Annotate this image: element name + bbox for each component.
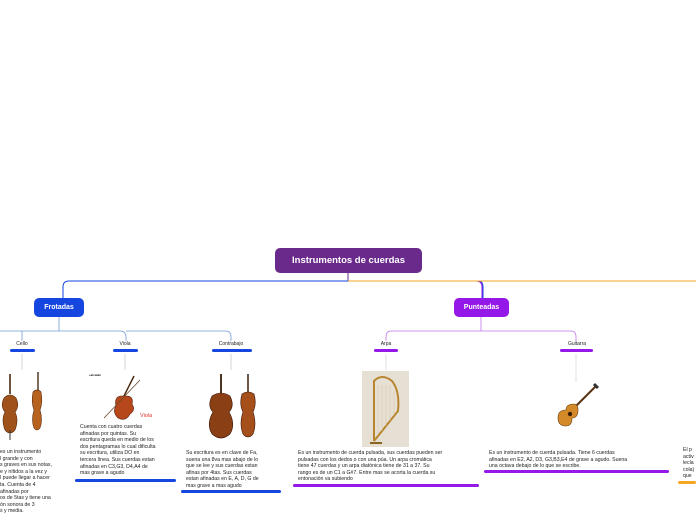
description-line: lecla <box>683 460 696 467</box>
description-line: pulsadas con los dedos o con una púa. Un… <box>298 457 480 464</box>
contrabajo-side-icon <box>241 374 256 437</box>
cello-underline <box>10 349 35 352</box>
description-line: Es un instrumento de cuerda pulsada. Tie… <box>489 450 669 457</box>
description-line: que <box>683 473 696 480</box>
cello-description: es un instrumento l grande y con s grave… <box>0 449 66 515</box>
cello-side-icon <box>32 372 42 430</box>
description-line: mas grave a agudo <box>80 470 176 477</box>
description-line: Cuenta con cuatro cuerdas <box>80 424 176 431</box>
viola-image-caption: Viola <box>140 413 152 419</box>
guitarra-description: Es un instrumento de cuerda pulsada. Tie… <box>489 450 669 470</box>
frotadas-children-connector <box>0 331 231 341</box>
viola-label[interactable]: Viola <box>111 341 139 347</box>
description-line: Es un instrumento de cuerda pulsada, sus… <box>298 450 480 457</box>
description-line: una octava debajo de lo que se escribe. <box>489 463 669 470</box>
punteadas-node[interactable]: Punteadas <box>454 298 509 317</box>
punteadas-children-connector <box>386 317 576 341</box>
description-line: afinadas por quintas. Su <box>80 431 176 438</box>
description-line: estan afinadas en E, A, D, G de <box>186 476 282 483</box>
description-line: dos pentagramas lo cual dificulta <box>80 444 176 451</box>
description-line: ón sonora de 3 <box>0 502 66 509</box>
offscreen-description-bar <box>678 481 696 484</box>
viola-description-bar <box>75 479 176 482</box>
description-line: mas grave a mas agudo <box>186 483 282 490</box>
description-line: os de 5tas y tiene una <box>0 495 66 502</box>
contrabajo-label[interactable]: Contrabajo <box>210 341 252 347</box>
description-line: s graves en sus notas, <box>0 462 66 469</box>
description-line: escritura queda en medio de los <box>80 437 176 444</box>
cello-front-icon <box>2 374 18 440</box>
root-node[interactable]: Instrumentos de cuerdas <box>275 248 422 273</box>
description-line: su escritura, utiliza DO en <box>80 450 176 457</box>
description-line: entonación va subiendo <box>298 476 480 483</box>
description-line: afinadas en C3,G3, D4,A4 de <box>80 464 176 471</box>
description-line: cola) <box>683 467 696 474</box>
description-line: El p <box>683 447 696 454</box>
guitarra-label[interactable]: Guitarra <box>560 341 594 347</box>
contrabajo-image <box>204 372 260 444</box>
description-line: afinas por 4tas. Sus cuerdas <box>186 470 282 477</box>
arpa-underline <box>374 349 398 352</box>
guitarra-underline <box>560 349 593 352</box>
cello-label[interactable]: Cello <box>8 341 36 347</box>
arpa-image <box>362 371 409 447</box>
guitarra-description-bar <box>484 470 669 473</box>
description-line: e y nítidos a la vez y <box>0 469 66 476</box>
description-line: afinadas por <box>0 489 66 496</box>
offscreen-description: El p activ lecla cola) que <box>683 447 696 480</box>
description-line: l puede llegar a hacer <box>0 475 66 482</box>
description-line: s y media. <box>0 508 66 515</box>
description-line: l grande y con <box>0 456 66 463</box>
contrabajo-front-icon <box>209 374 233 438</box>
description-line: ta. Cuenta de 4 <box>0 482 66 489</box>
description-line: es un instrumento <box>0 449 66 456</box>
frotadas-node[interactable]: Frotadas <box>34 298 84 317</box>
description-line: rango es de un C1 a G#7. Entre mas se ac… <box>298 470 480 477</box>
contrabajo-description-bar <box>181 490 281 493</box>
viola-underline <box>113 349 138 352</box>
contrabajo-underline <box>212 349 252 352</box>
description-line: que se lee y sus cuerdas estan <box>186 463 282 470</box>
arpa-description: Es un instrumento de cuerda pulsada, sus… <box>298 450 480 483</box>
frotadas-connector <box>63 281 483 298</box>
viola-icon <box>104 376 140 419</box>
guitar-icon <box>558 384 598 426</box>
viola-description: Cuenta con cuatro cuerdas afinadas por q… <box>80 424 176 477</box>
description-line: tiene 47 cuerdas y un arpa diatónica tie… <box>298 463 480 470</box>
contrabajo-description: Su escritura es en clave de Fa, suena un… <box>186 450 282 490</box>
description-line: afinadas en E2, A2, D3, G3,B3,E4 de grav… <box>489 457 669 464</box>
guitarra-image <box>552 382 600 430</box>
description-line: Su escritura es en clave de Fa, <box>186 450 282 457</box>
arpa-label[interactable]: Arpa <box>372 341 400 347</box>
description-line: suena una 8va mas abajo de lo <box>186 457 282 464</box>
punteadas-connector <box>348 281 482 298</box>
viola-image-logo: ●■■ ■■■■ <box>89 374 101 377</box>
cello-image <box>0 370 46 446</box>
description-line: tercera línea. Sus cuerdas estan <box>80 457 176 464</box>
description-line: activ <box>683 454 696 461</box>
arpa-description-bar <box>293 484 479 487</box>
